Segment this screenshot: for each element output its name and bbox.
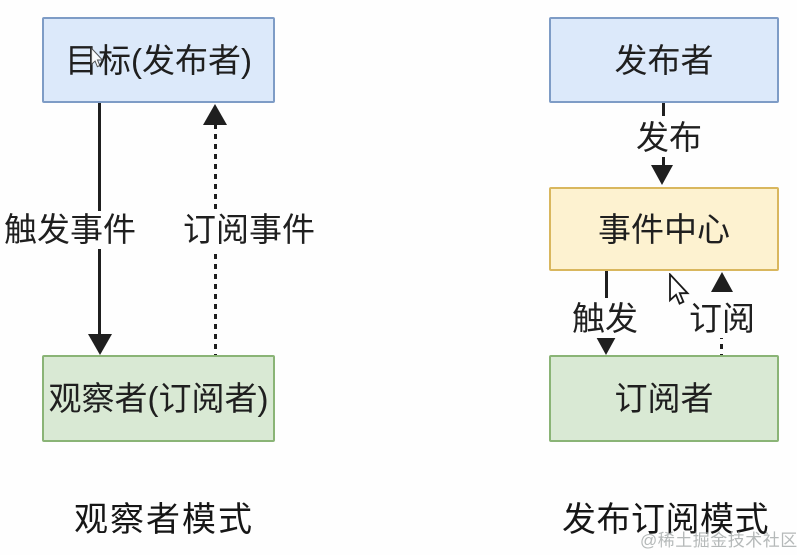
node-observer-subscriber: 观察者(订阅者) [42,355,275,442]
arrowhead-down-icon [651,165,673,185]
node-subscriber: 订阅者 [549,355,779,442]
edge-label-subscribe-event: 订阅事件 [181,211,317,249]
edge-publish-line-top [662,103,665,116]
node-publisher: 发布者 [549,17,779,103]
edge-label-trigger-event: 触发事件 [2,211,138,249]
arrowhead-down-icon [595,335,617,355]
caption-observer-pattern: 观察者模式 [74,501,254,539]
edge-subscribe-dashed-line [720,334,723,355]
arrowhead-up-icon [711,272,733,292]
node-target-publisher: 目标(发布者) [42,17,275,103]
edge-label-subscribe: 订阅 [687,300,757,338]
arrowhead-down-icon [88,334,112,355]
arrowhead-up-icon [203,104,227,125]
watermark-text: @稀土掘金技术社区 [640,531,797,550]
edge-label-publish: 发布 [634,119,704,157]
mouse-cursor-icon [669,273,690,305]
node-event-center: 事件中心 [549,187,779,271]
caption-pubsub-pattern: 发布订阅模式 [562,501,769,539]
edge-publish-line-bottom [662,157,665,169]
edge-label-trigger: 触发 [570,300,640,338]
edge-trigger-line [605,271,608,298]
ghost-cursor-icon [90,47,104,68]
